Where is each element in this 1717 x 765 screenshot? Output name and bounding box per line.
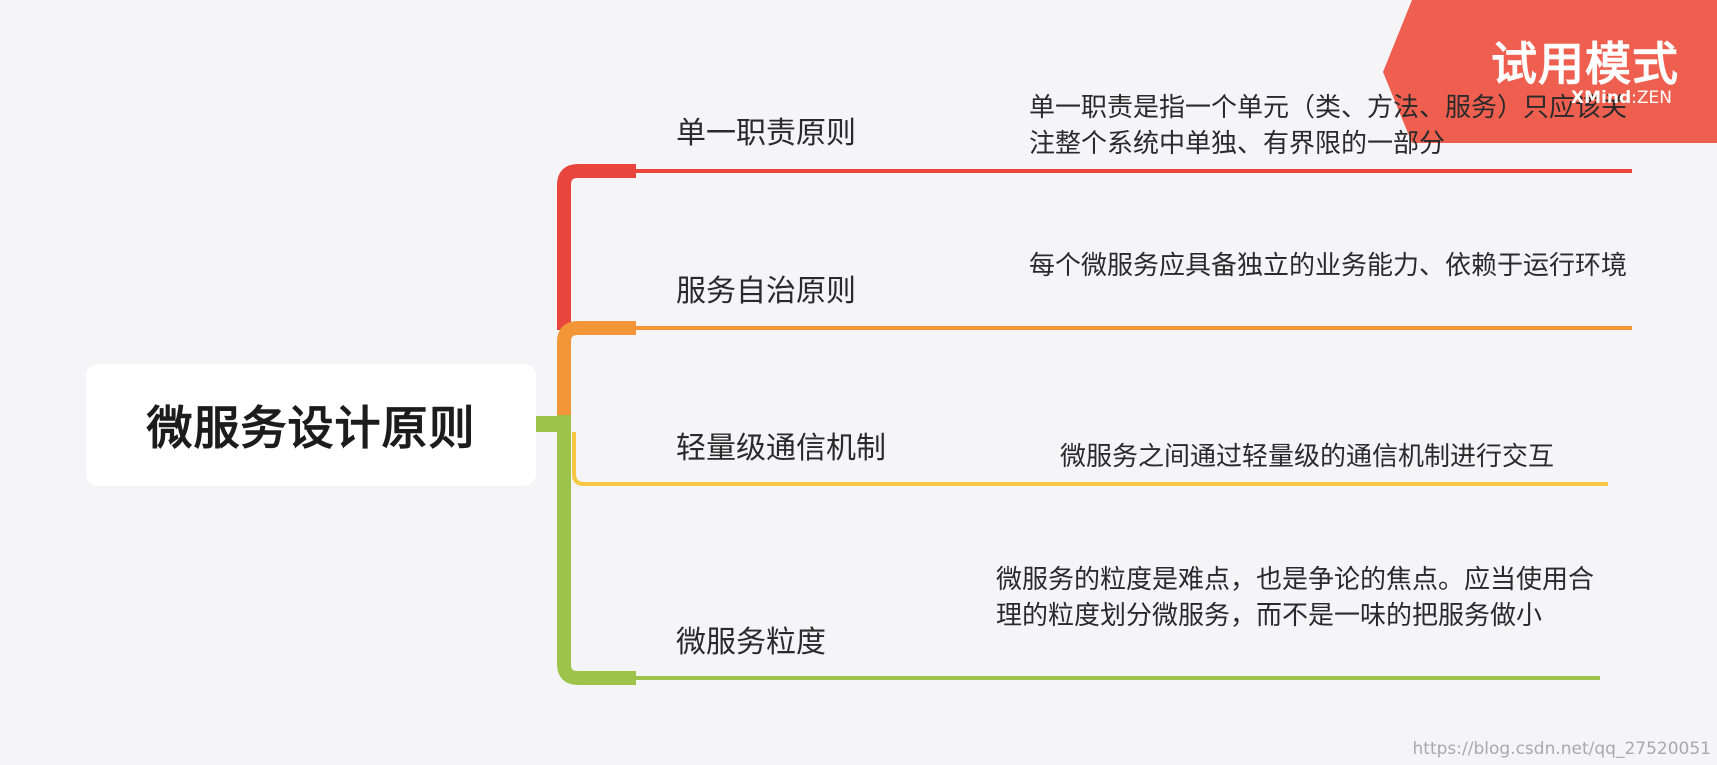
branch-desc-lightweight-communication[interactable]: 微服务之间通过轻量级的通信机制进行交互 <box>1060 442 1555 472</box>
branch-connector-3 <box>572 432 636 486</box>
root-title: 微服务设计原则 <box>146 401 476 455</box>
branch-connector-1 <box>557 164 636 330</box>
branch-connector-4 <box>557 415 636 685</box>
branch-desc-service-autonomy[interactable]: 每个微服务应具备独立的业务能力、依赖于运行环境 <box>1029 251 1628 281</box>
brand-edition: :ZEN <box>1631 88 1672 108</box>
trial-badge-shape <box>1383 0 1717 143</box>
branch-label-granularity[interactable]: 微服务粒度 <box>676 625 826 660</box>
brand-name: XMind <box>1571 88 1632 108</box>
branch-connector-2 <box>557 321 636 420</box>
branch-desc-granularity[interactable]: 微服务的粒度是难点，也是争论的焦点。应当使用合理的粒度划分微服务，而不是一味的把… <box>996 565 1595 631</box>
root-connector <box>536 416 560 432</box>
branch-label-service-autonomy[interactable]: 服务自治原则 <box>676 274 856 309</box>
branch-desc-single-responsibility[interactable]: 单一职责是指一个单元（类、方法、服务）只应该关注整个系统中单独、有界限的一部分 <box>1029 93 1628 159</box>
branch-label-single-responsibility[interactable]: 单一职责原则 <box>676 116 856 151</box>
branch-label-lightweight-communication[interactable]: 轻量级通信机制 <box>676 431 886 466</box>
trial-mode-brand: XMind:ZEN <box>1540 88 1672 108</box>
root-node[interactable]: 微服务设计原则 <box>86 364 536 486</box>
trial-mode-title: 试用模式 <box>1491 37 1679 91</box>
source-watermark: https://blog.csdn.net/qq_27520051 <box>1412 739 1711 759</box>
